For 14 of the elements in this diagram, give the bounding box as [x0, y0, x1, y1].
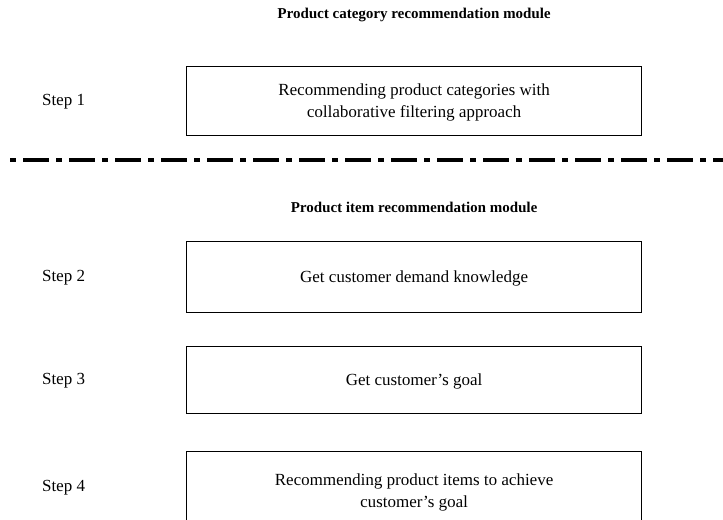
- box-text: Get customer demand knowledge: [300, 266, 528, 288]
- step-label: Step 4: [42, 476, 85, 496]
- process-box: [186, 451, 642, 520]
- box-text: Recommending product items to achieve customer’s goal: [274, 468, 554, 513]
- process-box: [186, 241, 642, 313]
- box-text: Get customer’s goal: [346, 368, 482, 391]
- box-text: Recommending product categories with collaborative filtering approach: [277, 78, 551, 123]
- process-box: [186, 346, 642, 414]
- step-label: Step 3: [42, 369, 85, 389]
- process-box: [186, 66, 642, 136]
- step-label: Step 2: [42, 266, 85, 286]
- step-label: Step 1: [42, 90, 85, 110]
- section-heading: Product category recommendation module: [276, 6, 552, 23]
- section-heading: Product item recommendation module: [290, 200, 538, 217]
